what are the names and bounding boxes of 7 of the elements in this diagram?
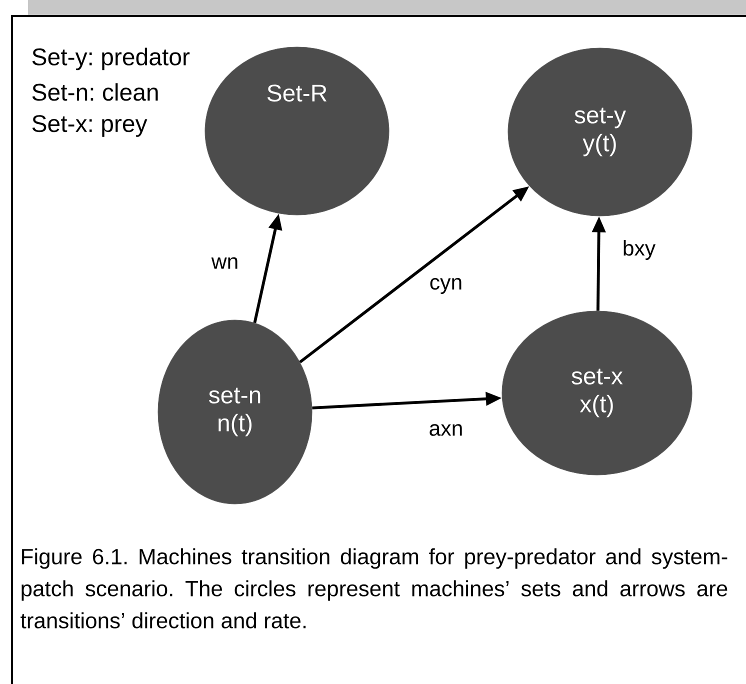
edge-label: bxy: [621, 238, 657, 262]
edge-label: axn: [427, 422, 465, 438]
legend-note: Set-n: clean: [32, 83, 158, 101]
legend-note: Set-x: prey: [32, 115, 148, 137]
edge-label: wn: [210, 256, 240, 270]
edge-label: cyn: [428, 276, 464, 296]
figure-caption: Figure 6.1. Machines transition diagram for prey-predator and system-patch scenario. The circles represent machines’ sets and arrows are transitions’ direction and rate.: [20, 548, 728, 628]
